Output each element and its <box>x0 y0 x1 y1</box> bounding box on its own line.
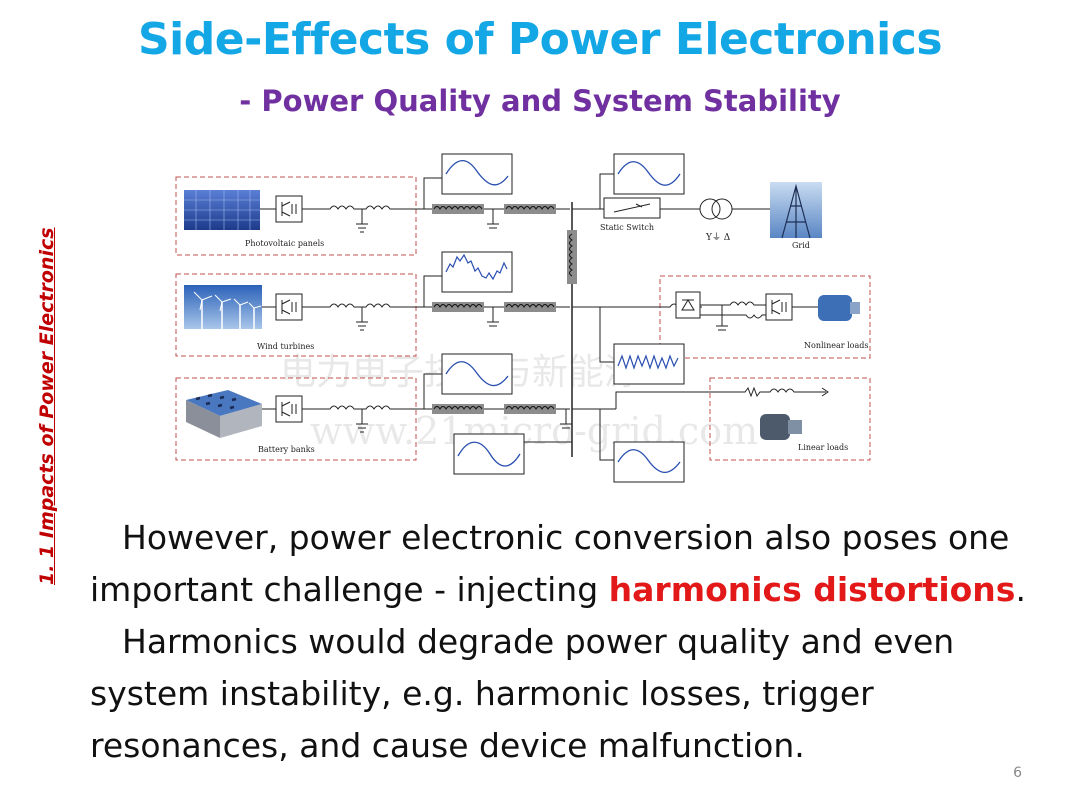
grid-tower-icon <box>770 182 822 239</box>
transformer-symbols: Y⏚ Δ <box>705 232 731 243</box>
grid-connection <box>572 197 770 220</box>
battery-box <box>175 377 417 461</box>
linear-box <box>709 377 871 461</box>
label-battery: Battery banks <box>258 445 315 454</box>
waveform-scopes <box>423 153 685 483</box>
motor-icon <box>818 295 860 321</box>
pv-box <box>175 176 417 256</box>
highlight-harmonics: harmonics distortions <box>608 570 1016 609</box>
body-text-period: . <box>1015 570 1026 609</box>
watermark-line-2: www.21micro-grid.com <box>310 409 758 453</box>
label-wind: Wind turbines <box>257 342 314 351</box>
scope-wind <box>441 251 513 293</box>
body-text-part1: However, power electronic conversion als… <box>90 518 1010 609</box>
label-pv: Photovoltaic panels <box>245 239 324 248</box>
line-impedances <box>420 204 572 429</box>
page-number: 6 <box>1013 765 1022 781</box>
wind-box <box>175 273 417 357</box>
label-linear: Linear loads <box>798 443 848 452</box>
source-feeders <box>260 195 420 433</box>
wind-turbine-icon <box>184 285 262 329</box>
label-nonlinear: Nonlinear loads <box>804 341 868 350</box>
scope-pv <box>441 153 513 195</box>
pv-panel-icon <box>184 190 260 230</box>
bus-impedance <box>567 230 577 284</box>
body-text-part2: Harmonics would degrade power quality an… <box>90 622 955 765</box>
microgrid-diagram: 电力电子技术与新能源 www.21micro-grid.com Photovol… <box>175 153 871 483</box>
body-paragraph: However, power electronic conversion als… <box>90 512 1050 772</box>
slide-subtitle: - Power Quality and System Stability <box>239 84 841 118</box>
nonlinear-branch <box>572 291 818 331</box>
slide-title: Side-Effects of Power Electronics <box>137 14 943 65</box>
linear-branch <box>572 386 829 410</box>
label-static-switch: Static Switch <box>600 223 654 232</box>
label-grid: Grid <box>792 241 810 250</box>
battery-bank-icon <box>186 390 262 438</box>
section-label: 1. 1 Impacts of Power Electronics <box>36 227 58 585</box>
scope-bus <box>453 433 525 475</box>
linear-motor-icon <box>760 414 802 440</box>
nonlinear-box <box>659 275 871 359</box>
